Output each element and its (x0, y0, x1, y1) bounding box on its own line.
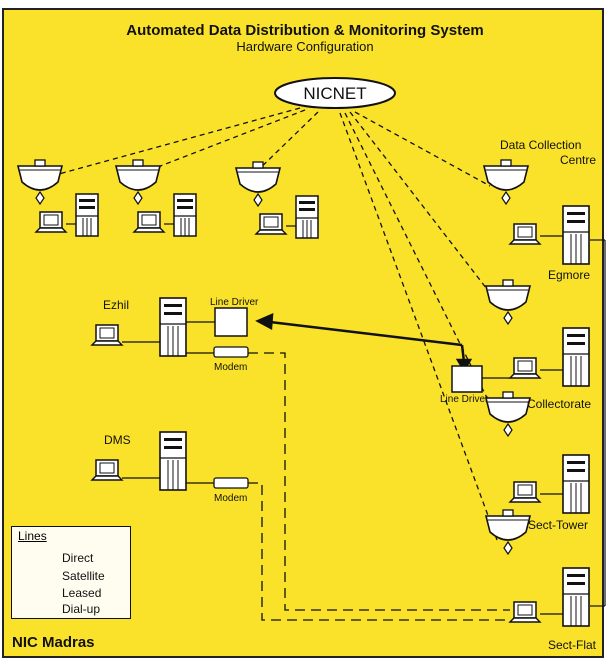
legend-direct: Direct (62, 551, 94, 565)
ezhil-label: Ezhil (103, 298, 130, 312)
diagram-subtitle: Hardware Configuration (236, 39, 374, 54)
modem-label-1: Modem (214, 362, 248, 373)
leased-lines (248, 352, 510, 621)
line-driver-right (451, 365, 510, 393)
direct-link (255, 313, 473, 373)
collectorate-label: Collectorate (527, 397, 592, 411)
sect-flat-label: Sect-Flat (548, 638, 597, 652)
node-ezhil (91, 297, 249, 358)
legend-title: Lines (18, 529, 47, 543)
site-collectorate (485, 279, 590, 387)
site-sect-tower (485, 391, 590, 514)
legend-satellite: Satellite (62, 569, 105, 583)
dms-label: DMS (104, 433, 131, 447)
dialup-links (590, 239, 606, 607)
centre-label: Centre (560, 153, 597, 167)
nicnet-label: NICNET (303, 84, 367, 103)
remote-station-1 (17, 159, 99, 237)
line-driver-right-label: Line Driver (440, 394, 489, 405)
modem-box-2 (213, 477, 249, 489)
diagram-title: Automated Data Distribution & Monitoring… (126, 22, 484, 39)
legend-leased: Leased (62, 586, 102, 600)
node-dms (91, 431, 249, 491)
egmore-label: Egmore (548, 268, 591, 282)
footer-label: NIC Madras (12, 634, 95, 651)
modem-box (213, 346, 249, 358)
line-driver-box (214, 307, 248, 337)
remote-station-3 (235, 161, 319, 239)
remote-station-2 (115, 159, 197, 237)
nicnet-hub (274, 77, 396, 109)
modem-label-2: Modem (214, 493, 248, 504)
legend-dialup: Dial-up (62, 602, 101, 616)
site-sect-flat (485, 509, 590, 627)
sect-tower-label: Sect-Tower (528, 518, 589, 532)
data-collection-label: Data Collection (500, 138, 582, 152)
legend: Lines Direct Satellite Leased Dial-up (11, 526, 131, 619)
line-driver-label: Line Driver (210, 297, 259, 308)
site-egmore (483, 159, 590, 265)
